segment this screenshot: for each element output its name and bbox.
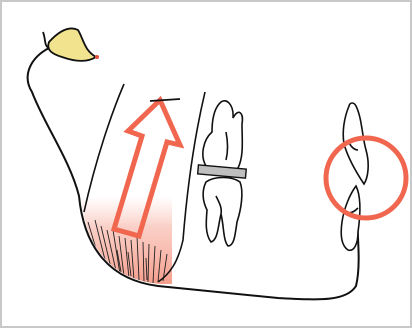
condyle-marker bbox=[95, 55, 99, 59]
